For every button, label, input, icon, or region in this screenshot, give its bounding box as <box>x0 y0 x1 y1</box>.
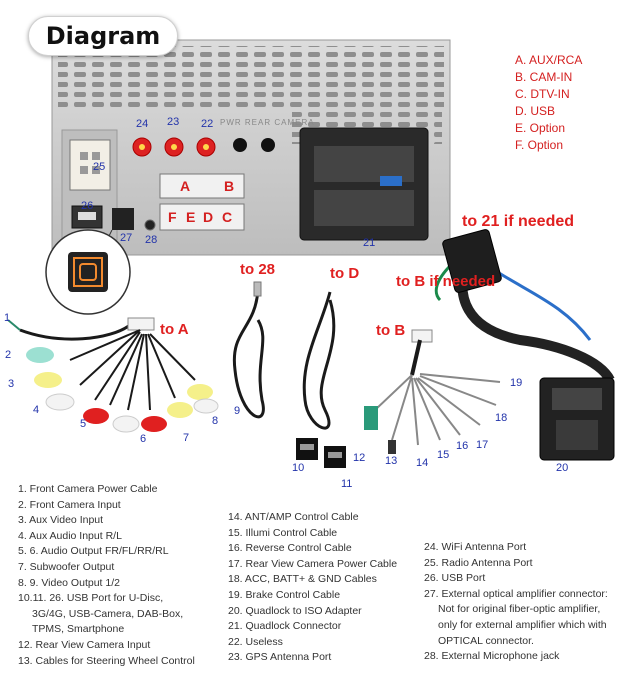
callout-to-b-top: to B if needed <box>396 273 496 290</box>
radio-antenna-port <box>69 139 111 191</box>
legend-list-col3: 24. WiFi Antenna Port 25. Radio Antenna … <box>424 540 608 665</box>
label-8: 8 <box>212 415 219 427</box>
label-24: 24 <box>136 118 149 130</box>
list-item: 28. External Microphone jack <box>424 650 560 663</box>
list-item: 15. Illumi Control Cable <box>228 526 338 539</box>
label-5: 5 <box>80 418 87 430</box>
callout-to-21: to 21 if needed <box>462 213 575 230</box>
list-item: OPTICAL connector. <box>438 634 534 647</box>
label-1: 1 <box>4 312 11 324</box>
label-10: 10 <box>292 462 305 474</box>
label-15: 15 <box>437 449 450 461</box>
list-item: 7. Subwoofer Output <box>18 560 115 573</box>
optical-connector-zoom <box>45 229 131 315</box>
connector-block-fedc <box>159 203 245 231</box>
label-21: 21 <box>363 237 376 249</box>
label-26: 26 <box>81 200 94 212</box>
label-9: 9 <box>234 405 241 417</box>
list-item: 12. Rear View Camera Input <box>18 638 151 651</box>
connector-legend: A. AUX/RCA B. CAM-IN C. DTV-IN D. USB E.… <box>515 52 582 154</box>
list-item: 18. ACC, BATT+ & GND Cables <box>228 573 377 586</box>
connector-letter-c: C <box>222 209 233 225</box>
list-item: 26. USB Port <box>424 572 486 585</box>
list-item: 13. Cables for Steering Wheel Control <box>18 654 195 667</box>
list-item: TPMS, Smartphone <box>32 623 125 636</box>
label-16: 16 <box>456 440 469 452</box>
label-20: 20 <box>556 462 569 474</box>
legend-list-col2: 14. ANT/AMP Control Cable 15. Illumi Con… <box>228 510 397 666</box>
mic-cable <box>232 289 265 419</box>
control-wire-harness <box>364 329 501 454</box>
label-2: 2 <box>5 349 12 361</box>
legend-item: D. USB <box>515 104 556 118</box>
label-11: 11 <box>341 478 353 490</box>
label-19: 19 <box>510 377 523 389</box>
mic-jack <box>144 219 156 231</box>
panel-text: PWR REAR CAMERA <box>220 118 315 127</box>
label-7: 7 <box>183 432 190 444</box>
list-item: 17. Rear View Camera Power Cable <box>228 557 398 570</box>
callout-to-d: to D <box>330 265 360 282</box>
list-item: 2. Front Camera Input <box>18 498 121 511</box>
label-6: 6 <box>140 433 147 445</box>
legend-item: A. AUX/RCA <box>515 53 583 67</box>
label-25: 25 <box>93 161 106 173</box>
list-item: 16. Reverse Control Cable <box>228 542 352 555</box>
list-item: 21. Quadlock Connector <box>228 620 342 633</box>
label-14: 14 <box>416 457 429 469</box>
list-item: 3. Aux Video Input <box>18 514 104 527</box>
label-13: 13 <box>385 455 398 467</box>
list-item: 23. GPS Antenna Port <box>228 651 332 664</box>
connector-letter-f: F <box>168 209 177 225</box>
list-item: 8. 9. Video Output 1/2 <box>18 576 120 589</box>
list-item: 19. Brake Control Cable <box>228 588 341 601</box>
list-item: 14. ANT/AMP Control Cable <box>228 511 359 523</box>
label-3: 3 <box>8 378 15 390</box>
label-27: 27 <box>120 232 133 244</box>
optical-port <box>112 208 134 230</box>
label-23: 23 <box>167 116 180 128</box>
list-item: Not for original fiber-optic amplifier, <box>438 603 601 616</box>
label-4: 4 <box>33 404 40 416</box>
list-item: 24. WiFi Antenna Port <box>424 541 527 553</box>
antenna-connectors <box>132 137 275 157</box>
list-item: only for external amplifier which with <box>438 618 607 631</box>
label-12: 12 <box>353 452 366 464</box>
usb-port <box>71 205 103 229</box>
usb-cable <box>296 291 346 468</box>
legend-list-col1: 1. Front Camera Power Cable 2. Front Cam… <box>18 482 195 669</box>
legend-item: F. Option <box>515 138 564 152</box>
legend-item: B. CAM-IN <box>515 70 573 84</box>
quadlock-cable-harness <box>434 229 615 461</box>
label-18: 18 <box>495 412 508 424</box>
label-17: 17 <box>476 439 489 451</box>
quadlock-socket <box>299 127 429 241</box>
label-22: 22 <box>201 118 214 130</box>
callout-to-b: to B <box>376 322 406 339</box>
panel-vents-top <box>58 46 444 108</box>
legend-item: C. DTV-IN <box>515 87 570 101</box>
list-item: 27. External optical amplifier connector… <box>424 587 608 600</box>
list-item: 10.11. 26. USB Port for U-Disc, <box>18 592 164 605</box>
list-item: 20. Quadlock to ISO Adapter <box>228 604 362 617</box>
list-item: 5. 6. Audio Output FR/FL/RR/RL <box>18 545 169 558</box>
list-item: 3G/4G, USB-Camera, DAB-Box, <box>32 607 184 620</box>
connector-letter-a: A <box>180 178 191 194</box>
rca-harness <box>7 317 219 433</box>
diagram-title: Diagram <box>28 16 178 56</box>
list-item: 25. Radio Antenna Port <box>424 556 533 569</box>
callout-to-a: to A <box>160 321 189 338</box>
connector-letter-e: E <box>186 209 196 225</box>
list-item: 22. Useless <box>228 635 283 648</box>
connector-block-ab <box>159 173 245 199</box>
connector-letter-d: D <box>203 209 214 225</box>
legend-item: E. Option <box>515 121 566 135</box>
callout-to-28: to 28 <box>240 261 276 278</box>
list-item: 1. Front Camera Power Cable <box>18 483 158 495</box>
list-item: 4. Aux Audio Input R/L <box>18 529 122 542</box>
connector-letter-b: B <box>224 178 235 194</box>
label-28: 28 <box>145 234 158 246</box>
